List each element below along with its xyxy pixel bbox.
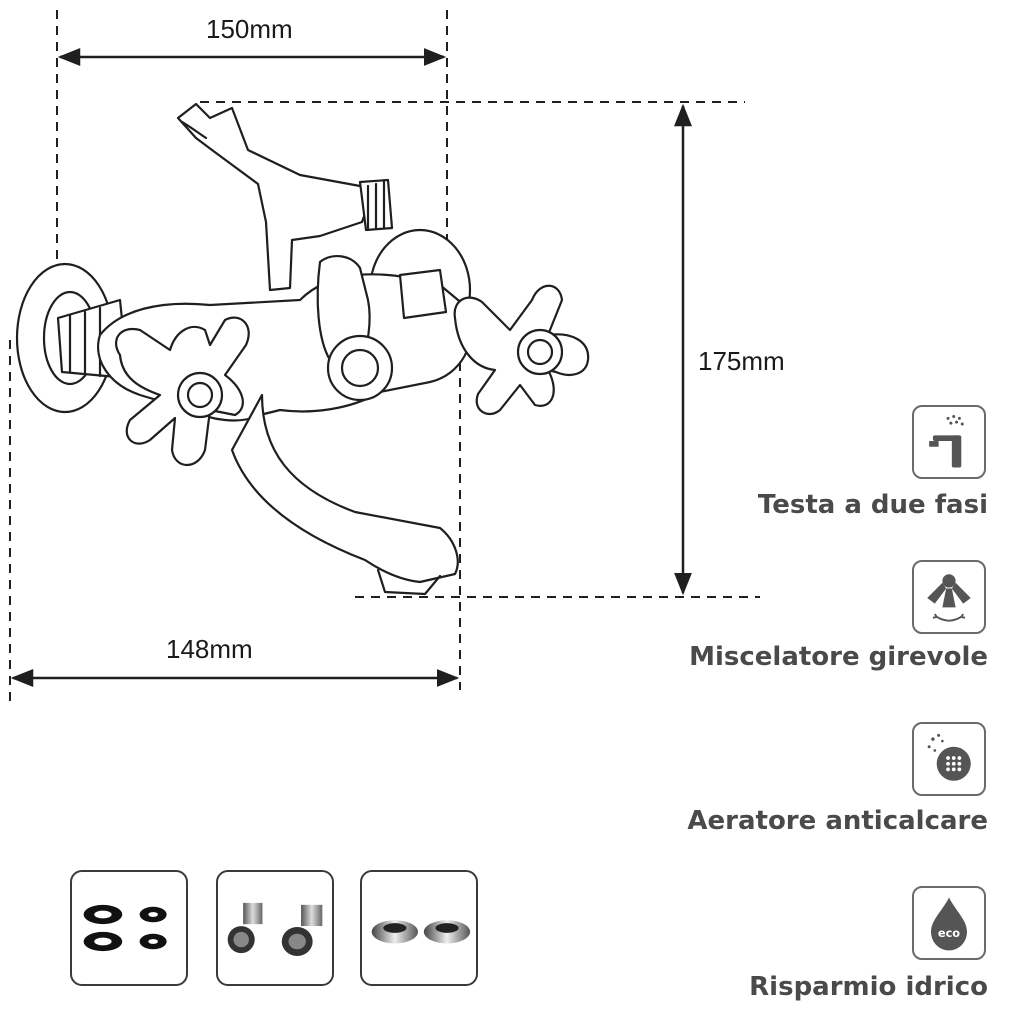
dimension-arrows bbox=[10, 48, 692, 687]
feature-label-anti-limescale-aerator: Aeratore anticalcare bbox=[687, 806, 988, 836]
cover-flanges-icon bbox=[371, 920, 471, 944]
extension-lines bbox=[9, 10, 760, 705]
aerator-icon bbox=[912, 722, 986, 796]
feature-label-swivel-mixer: Miscelatore girevole bbox=[689, 642, 988, 672]
top-width-label: 150mm bbox=[206, 14, 293, 44]
faucet-spray-icon bbox=[912, 405, 986, 479]
svg-text:eco: eco bbox=[938, 926, 960, 940]
feature-label-two-stage-head: Testa a due fasi bbox=[757, 490, 988, 520]
left-cross-handle bbox=[115, 316, 250, 466]
right-cross-handle bbox=[453, 284, 590, 416]
height-label: 175mm bbox=[698, 346, 785, 376]
swivel-shower-icon bbox=[912, 560, 986, 634]
washers-icon bbox=[83, 904, 167, 952]
faucet-outline bbox=[15, 102, 590, 596]
eccentric-connectors-icon bbox=[227, 902, 323, 956]
spout bbox=[230, 393, 459, 584]
eco-drop-icon: eco bbox=[912, 886, 986, 960]
shower-holder bbox=[176, 102, 372, 292]
flanges-box bbox=[360, 870, 478, 986]
feature-label-water-saving: Risparmio idrico bbox=[749, 972, 988, 1002]
connectors-box bbox=[216, 870, 334, 986]
bottom-width-label: 148mm bbox=[166, 634, 253, 664]
washers-box bbox=[70, 870, 188, 986]
